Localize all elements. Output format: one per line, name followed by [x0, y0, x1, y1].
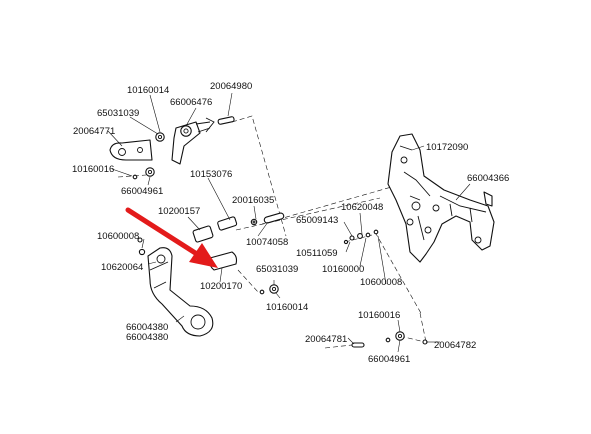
callout-label: 20064771 [73, 126, 115, 137]
callout-label: 10160016 [72, 164, 114, 175]
callout-label: 10600008 [360, 277, 402, 288]
center-pins [192, 212, 285, 295]
callout-label: 65009143 [296, 215, 338, 226]
upper-pivot-assembly [109, 116, 235, 180]
callout-label: 65031039 [256, 264, 298, 275]
callout-label: 20016035 [232, 195, 274, 206]
callout-label: 66004366 [467, 173, 509, 184]
callout-label: 10600008 [97, 231, 139, 242]
callout-label: 66004380 [126, 332, 168, 343]
callout-label: 10160014 [266, 302, 308, 313]
callout-label: 65031039 [97, 108, 139, 119]
callout-label: 10153076 [190, 169, 232, 180]
callout-labels: 10160014 20064980 65031039 66006476 2006… [72, 81, 509, 365]
callout-label: 20064782 [434, 340, 476, 351]
callout-label: 66006476 [170, 97, 212, 108]
callout-label: 66004380 [126, 322, 168, 333]
callout-label: 10620048 [341, 202, 383, 213]
frame-hardware [343, 229, 428, 348]
callout-label: 20064781 [305, 334, 347, 345]
pointer-arrow [125, 207, 218, 268]
left-arm [137, 237, 214, 337]
callout-label: 10074058 [246, 237, 288, 248]
callout-label: 66004961 [121, 186, 163, 197]
callout-label: 10200170 [200, 281, 242, 292]
callout-label: 10511059 [296, 248, 338, 259]
callout-label: 10200157 [158, 206, 200, 217]
callout-label: 10172090 [426, 142, 468, 153]
callout-label: 66004961 [368, 354, 410, 365]
right-frame [387, 133, 495, 263]
callout-label: 10160016 [358, 310, 400, 321]
leader-lines [107, 92, 471, 353]
callout-label: 10160014 [127, 85, 169, 96]
callout-label: 20064980 [210, 81, 252, 92]
callout-label: 10620064 [101, 262, 143, 273]
callout-label: 10160000 [322, 264, 364, 275]
